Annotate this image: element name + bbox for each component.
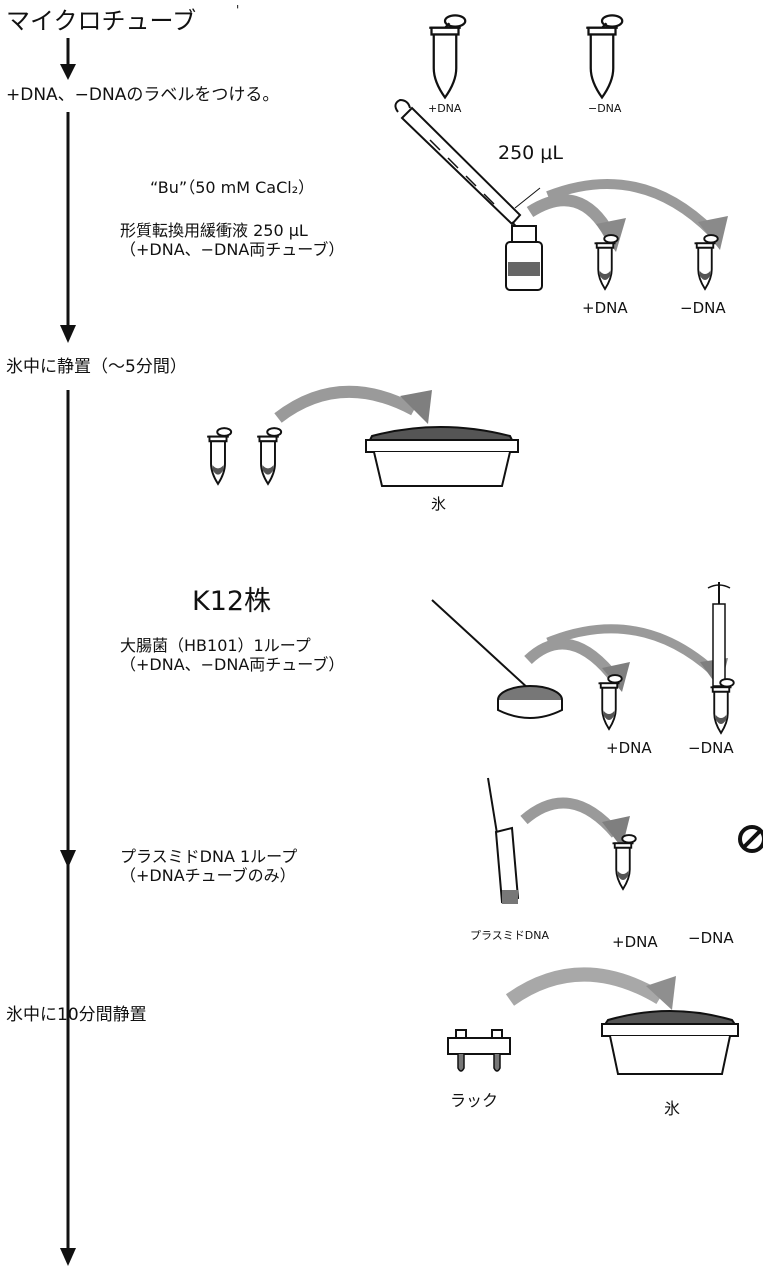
buffer-volume: 250 μL	[498, 142, 563, 164]
tube-plus-label: +DNA	[612, 933, 658, 951]
bacteria-line1: 大腸菌（HB101）1ループ	[120, 636, 311, 655]
tube-icon	[206, 426, 233, 486]
step-label-tubes: +DNA、−DNAのラベルをつける。	[6, 85, 280, 105]
tube-minus-label: −DNA	[588, 102, 622, 115]
tube-minus-dna-icon	[585, 14, 624, 99]
transfer-arrow	[526, 194, 616, 239]
ice-label: 氷	[431, 495, 447, 513]
bacteria-line2: （+DNA、−DNA両チューブ）	[120, 655, 345, 674]
tube-plus-small-icon	[611, 833, 637, 891]
plasmid-caption: プラスミドDNA	[470, 929, 550, 942]
step-title: マイクロチューブ	[6, 7, 197, 35]
flow-arrow-2	[60, 112, 76, 343]
title-mark: '	[236, 3, 240, 17]
step-ice-5min: 氷中に静置（〜5分間）	[6, 357, 187, 377]
inoculating-loop-icon	[431, 599, 536, 697]
rack-icon	[447, 1029, 511, 1072]
ice-bucket-icon	[365, 426, 519, 487]
strain-label: K12株	[192, 586, 272, 617]
tube-plus-label: +DNA	[606, 739, 652, 757]
tube-plus-small-icon	[593, 233, 619, 291]
buffer-line1: 形質転換用緩衝液 250 μL	[120, 221, 308, 240]
flow-arrow-4	[60, 849, 76, 1266]
transfer-arrow	[520, 797, 621, 838]
rack-label: ラック	[450, 1091, 499, 1110]
tube-icon	[256, 426, 283, 486]
petri-dish-icon	[497, 685, 563, 719]
transfer-arrow	[524, 638, 621, 684]
transfer-arrow	[274, 385, 417, 423]
transfer-arrow	[505, 967, 664, 1006]
plasmid-line1: プラスミドDNA 1ループ	[120, 847, 298, 866]
tube-minus-label: −DNA	[688, 739, 734, 757]
tube-with-loop-icon	[707, 582, 735, 735]
tube-minus-label: −DNA	[688, 929, 734, 947]
tube-plus-label: +DNA	[582, 299, 628, 317]
buffer-bottle-icon	[505, 225, 543, 291]
plasmid-line2: （+DNAチューブのみ）	[120, 866, 296, 885]
tube-minus-small-icon	[693, 233, 719, 291]
plasmid-pipette-icon	[487, 777, 520, 904]
tube-minus-label: −DNA	[680, 299, 726, 317]
buffer-line2: （+DNA、−DNA両チューブ）	[120, 240, 345, 259]
ice-label: 氷	[664, 1099, 681, 1118]
buffer-name: “Bu”（50 mM CaCl₂）	[150, 178, 315, 197]
prohibited-icon	[738, 825, 763, 853]
flow-arrow-1	[60, 38, 76, 80]
tube-plus-small-icon	[597, 673, 623, 731]
ice-bucket-icon	[601, 1010, 739, 1075]
flow-arrow-3	[60, 390, 76, 868]
pipette-icon	[394, 98, 541, 234]
tube-plus-label: +DNA	[428, 102, 462, 115]
step-ice-10min: 氷中に10分間静置	[6, 1005, 147, 1025]
tube-plus-dna-icon	[428, 14, 467, 99]
